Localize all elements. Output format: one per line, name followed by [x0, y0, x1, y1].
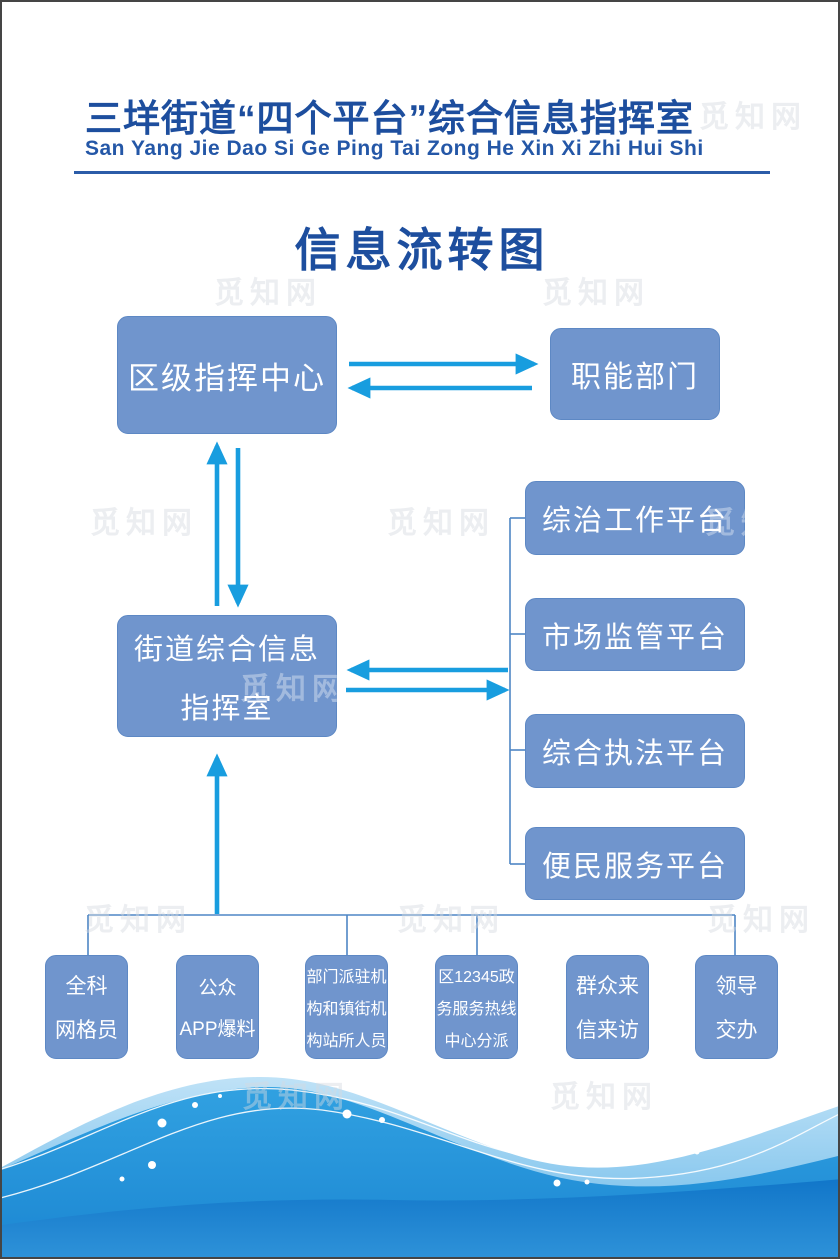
node-label-line1: 区12345政: [438, 969, 515, 986]
node-label-line1: 街道综合信息: [133, 633, 320, 666]
node-source-public-app-reports: 公众 APP爆料: [176, 955, 259, 1059]
header-rule: [74, 171, 770, 174]
node-district-command-center: 区级指挥中心: [117, 316, 337, 434]
node-label-line1: 群众来: [576, 975, 639, 998]
node-street-info-command-room: 街道综合信息 指挥室: [117, 615, 337, 737]
node-label-line2: 务服务热线: [436, 1001, 517, 1018]
node-source-12345-hotline-dispatch: 区12345政 务服务热线 中心分派: [435, 955, 518, 1059]
node-label: 便民服务平台: [541, 850, 728, 883]
node-platform-convenience-services: 便民服务平台: [525, 827, 745, 900]
node-platform-comprehensive-law-enforcement: 综合执法平台: [525, 714, 745, 788]
node-label-line1: 公众: [198, 978, 237, 999]
node-label-line3: 中心分派: [444, 1033, 509, 1050]
node-label-line1: 部门派驻机: [306, 969, 387, 986]
node-label-line2: 交办: [715, 1019, 758, 1042]
wave-dots: [119, 1084, 825, 1187]
node-label: 区级指挥中心: [128, 360, 326, 396]
wave-decoration: [2, 1077, 838, 1257]
node-label-line1: 领导: [715, 975, 758, 998]
node-label-line2: 构和镇街机: [306, 1001, 387, 1018]
node-source-stationed-agencies-staff: 部门派驻机 构和镇街机 构站所人员: [305, 955, 388, 1059]
node-label: 市场监管平台: [541, 621, 728, 654]
wave-accent-curves: [2, 1084, 838, 1199]
wave-curve-2: [2, 1107, 838, 1199]
node-platform-comprehensive-governance: 综治工作平台: [525, 481, 745, 555]
node-label: 综合执法平台: [541, 738, 728, 770]
node-label-line1: 全科: [65, 975, 108, 998]
node-source-public-letters-visits: 群众来 信来访: [566, 955, 649, 1059]
node-source-leadership-assignments: 领导 交办: [695, 955, 778, 1059]
node-label-line2: APP爆料: [179, 1019, 256, 1040]
wave-deep-layer: [2, 1179, 838, 1257]
header-pinyin: San Yang Jie Dao Si Ge Ping Tai Zong He …: [85, 137, 704, 160]
node-platform-market-supervision: 市场监管平台: [525, 598, 745, 671]
node-label-line3: 构站所人员: [306, 1033, 387, 1050]
wave-curve-1: [2, 1084, 838, 1170]
thin-connectors: [87, 517, 736, 955]
node-label-line2: 指挥室: [180, 692, 274, 725]
flow-arrows: [206, 353, 539, 914]
node-label-line2: 信来访: [576, 1019, 639, 1042]
node-label-line2: 网格员: [55, 1019, 118, 1042]
node-source-grid-workers: 全科 网格员: [45, 955, 128, 1059]
node-functional-departments: 职能部门: [550, 328, 720, 420]
node-label: 职能部门: [571, 361, 699, 394]
header-title: 三垟街道“四个平台”综合信息指挥室: [85, 98, 694, 139]
node-label: 综治工作平台: [541, 505, 728, 537]
diagram-title: 信息流转图: [294, 224, 550, 276]
